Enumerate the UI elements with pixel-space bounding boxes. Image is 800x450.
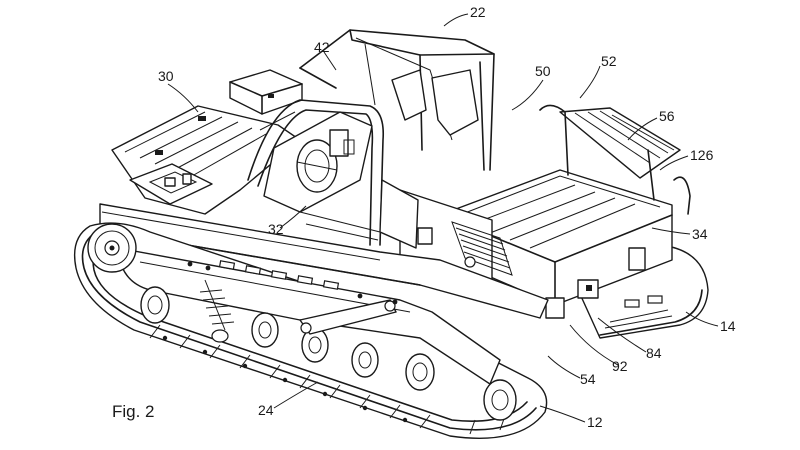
rear-cargo-bed bbox=[399, 104, 691, 319]
ref-126: 126 bbox=[690, 147, 714, 163]
ref-52: 52 bbox=[601, 53, 617, 69]
ref-42: 42 bbox=[314, 39, 330, 55]
ref-14: 14 bbox=[720, 318, 736, 334]
ref-50: 50 bbox=[535, 63, 551, 79]
drive-sprocket bbox=[87, 223, 137, 273]
ref-22: 22 bbox=[470, 4, 486, 20]
ref-32: 32 bbox=[268, 221, 284, 237]
ref-92: 92 bbox=[612, 358, 628, 374]
ref-12: 12 bbox=[587, 414, 603, 430]
front-track bbox=[73, 222, 548, 439]
ref-30: 30 bbox=[158, 68, 174, 84]
figure-label: Fig. 2 bbox=[112, 402, 155, 421]
bolt-row bbox=[162, 261, 408, 423]
ref-34: 34 bbox=[692, 226, 708, 242]
frame-slots bbox=[218, 260, 340, 290]
reference-numerals: 22 42 50 52 30 56 126 32 34 14 84 92 54 … bbox=[158, 4, 736, 430]
ref-56: 56 bbox=[659, 108, 675, 124]
vent-slats bbox=[451, 221, 513, 276]
bogie-wheels bbox=[140, 286, 517, 421]
ref-54: 54 bbox=[580, 371, 596, 387]
ref-84: 84 bbox=[646, 345, 662, 361]
roll-cage bbox=[247, 29, 495, 249]
ref-24: 24 bbox=[258, 402, 274, 418]
leader-lines bbox=[167, 13, 719, 423]
front-deck bbox=[111, 69, 303, 215]
shock-absorber bbox=[199, 279, 235, 343]
track-treads bbox=[149, 324, 506, 435]
